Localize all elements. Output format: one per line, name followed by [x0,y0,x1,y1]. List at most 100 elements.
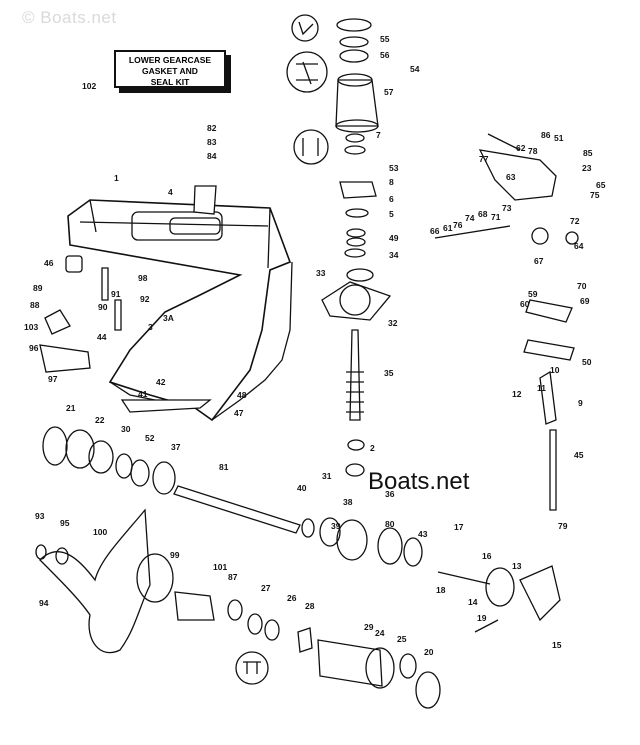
callout: 40 [297,483,307,493]
callout: 37 [171,442,181,452]
callout: 97 [48,374,58,384]
callout: 28 [305,601,315,611]
callout: 18 [436,585,446,595]
callout: 31 [322,471,332,481]
callout: 80 [385,519,395,529]
callout: 24 [375,628,385,638]
callout: 94 [39,598,49,608]
callout: 79 [558,521,568,531]
callout: 62 [516,143,526,153]
callout: 103 [24,322,39,332]
callout: 21 [66,403,76,413]
drive-shaft [345,329,365,477]
callout: 22 [95,415,105,425]
callout: 47 [234,408,244,418]
watermark-top: © Boats.net [22,8,117,27]
callout: 73 [502,203,512,213]
callout: 101 [213,562,228,572]
callout: 99 [170,550,180,560]
callout: 19 [477,613,487,623]
callout: 87 [228,572,238,582]
callout: 98 [138,273,148,283]
callout: 81 [219,462,229,472]
callout: 39 [331,521,341,531]
callout: 66 [430,226,440,236]
callout: 65 [596,180,606,190]
callout: 2 [370,443,375,453]
callout: 60 [520,299,530,309]
callout: 42 [156,377,166,387]
callout: 4 [168,187,173,197]
watermark-center: Boats.net [368,468,470,495]
callout: 11 [537,383,546,393]
callout: 100 [93,527,108,537]
callout: 44 [97,332,107,342]
callout: 41 [138,389,148,399]
callout: 1 [114,173,119,183]
callout: 77 [479,154,489,164]
callout: 51 [554,133,564,143]
callout: 46 [44,258,54,268]
callout: 93 [35,511,45,521]
callout: 32 [388,318,398,328]
callout: 83 [207,137,217,147]
gearcase-housing [67,199,293,422]
callout: 89 [33,283,43,293]
callout: 6 [389,194,394,204]
callout: 38 [343,497,353,507]
callout: 76 [453,220,463,230]
callout: 10 [550,365,560,375]
callout: 35 [384,368,394,378]
gasket-seal-kit-box: LOWER GEARCASE GASKET AND SEAL KIT [114,50,226,88]
callout: 56 [380,50,390,60]
callout: 50 [582,357,592,367]
callout: 92 [140,294,150,304]
callout: 70 [577,281,587,291]
callout: 34 [389,250,399,260]
callout: 43 [418,529,428,539]
callout: 52 [145,433,155,443]
callout: 49 [389,233,399,243]
callout: 13 [512,561,522,571]
callout: 3 [148,322,153,332]
callout: 27 [261,583,271,593]
callout: 15 [552,640,562,650]
callout: 20 [424,647,434,657]
callout: 75 [590,190,600,200]
kit-ref: 102 [82,81,97,91]
callout: 82 [207,123,217,133]
callout: 12 [512,389,522,399]
callout: 29 [364,622,374,632]
bearing-housing-stack [286,14,392,321]
callout: 61 [443,223,453,233]
callout: 86 [541,130,551,140]
callout: 71 [491,212,501,222]
callout: 14 [468,597,478,607]
callout: 25 [397,634,407,644]
callout: 91 [111,289,121,299]
propeller [35,508,441,709]
callout: 48 [237,390,247,400]
callout: 36 [385,489,395,499]
kit-line-2: GASKET AND [142,66,198,76]
callout: 63 [506,172,516,182]
callout: 23 [582,163,592,173]
callout: 55 [380,34,390,44]
callout: 88 [30,300,40,310]
callout: 45 [574,450,584,460]
callout: 57 [384,87,394,97]
callout: 85 [583,148,593,158]
callout: 3A [163,313,174,323]
callout: 68 [478,209,488,219]
callout: 30 [121,424,131,434]
callout: 33 [316,268,326,278]
callout: 78 [528,146,538,156]
small-parts-left [39,185,217,373]
kit-line-3: SEAL KIT [150,77,190,87]
callout: 72 [570,216,580,226]
callout: 96 [29,343,39,353]
callout: 5 [389,209,394,219]
callout: 67 [534,256,544,266]
kit-line-1: LOWER GEARCASE [128,55,212,65]
